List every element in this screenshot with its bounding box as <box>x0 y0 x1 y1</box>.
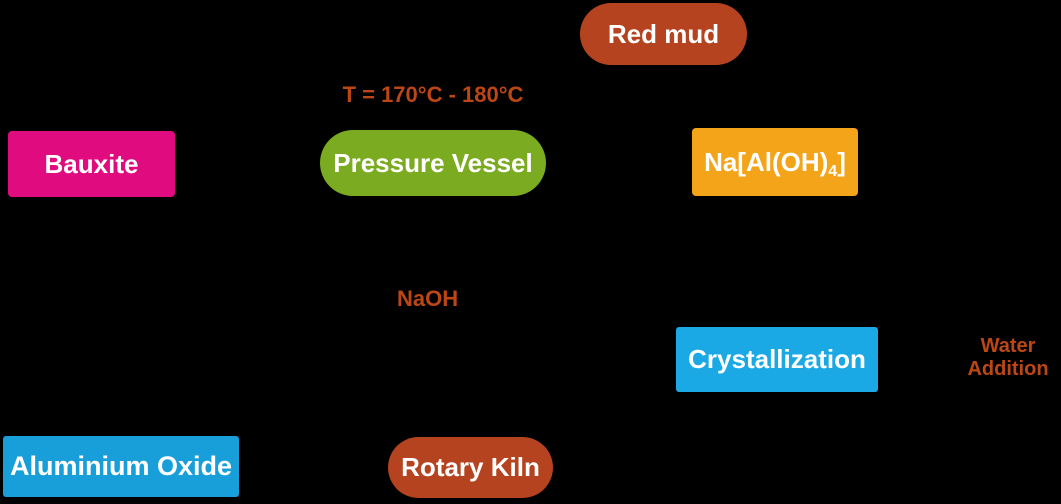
node-pressure-vessel: Pressure Vessel <box>320 130 546 196</box>
sodium-aluminate-formula-main: Na[Al(OH) <box>704 146 829 177</box>
naoh-annotation: NaOH <box>397 286 459 311</box>
node-red-mud-label: Red mud <box>607 18 720 49</box>
node-pressure-vessel-label: Pressure Vessel <box>333 147 533 178</box>
sodium-aluminate-formula-close: ] <box>837 146 846 177</box>
node-crystallization: Crystallization <box>676 327 878 392</box>
node-rotary-kiln-label: Rotary Kiln <box>401 452 540 482</box>
node-sodium-aluminate-label: Na[Al(OH)4] <box>704 146 846 181</box>
node-red-mud: Red mud <box>580 3 747 65</box>
node-crystallization-label: Crystallization <box>688 344 866 374</box>
water-addition-annotation: Water Addition <box>967 335 1049 381</box>
sodium-aluminate-formula-subscript: 4 <box>828 162 838 181</box>
node-bauxite-label: Bauxite <box>44 148 139 179</box>
node-aluminium-oxide: Aluminium Oxide <box>3 436 239 497</box>
node-aluminium-oxide-label: Aluminium Oxide <box>9 451 233 481</box>
node-bauxite: Bauxite <box>8 131 175 197</box>
node-sodium-aluminate: Na[Al(OH)4] <box>692 128 858 196</box>
node-rotary-kiln: Rotary Kiln <box>388 437 553 498</box>
temperature-annotation: T = 170°C - 180°C <box>342 82 524 107</box>
